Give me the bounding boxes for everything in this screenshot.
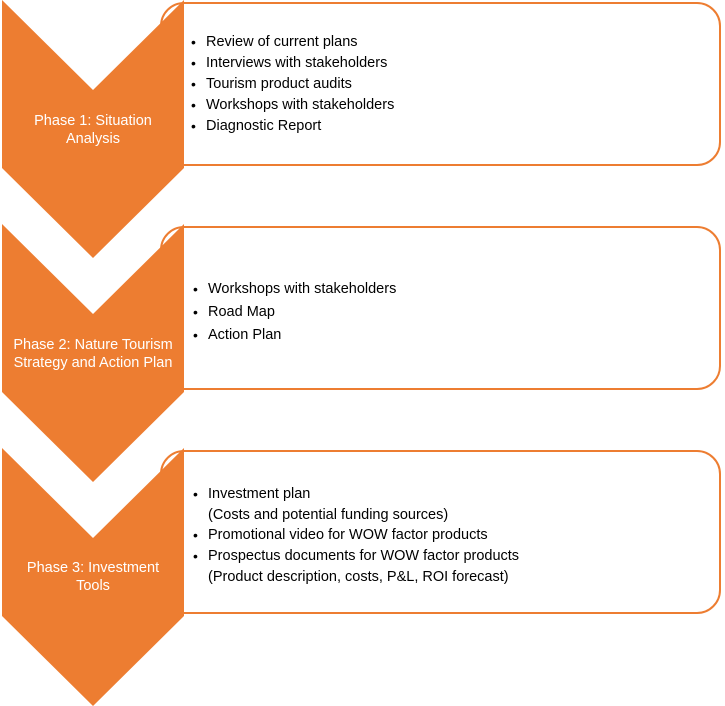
phase-3-bullets: •Investment plan(Costs and potential fun…: [192, 484, 519, 587]
phase-1-label: Phase 1: Situation Analysis: [34, 113, 152, 147]
phase-1-chevron: [2, 0, 184, 260]
bullet-item: •Road Map: [193, 304, 275, 320]
phase-3-label: Phase 3: Investment Tools: [26, 560, 160, 594]
phase-2-label: Phase 2: Nature Tourism Strategy and Act…: [13, 337, 173, 371]
bullet-item: •Tourism product audits: [191, 76, 352, 92]
phase-1-bullets: •Review of current plans •Interviews wit…: [190, 32, 394, 137]
bullet-item: •Diagnostic Report: [191, 118, 322, 134]
bullet-item: •Action Plan: [193, 327, 282, 343]
bullet-item: •Promotional video for WOW factor produc…: [193, 527, 488, 543]
bullet-item: •Prospectus documents for WOW factor pro…: [193, 548, 520, 585]
phase-1-box: [160, 2, 721, 166]
phase-2-bullets: •Workshops with stakeholders •Road Map •…: [192, 278, 396, 347]
phase-2-chevron: [2, 224, 184, 484]
phase-3-chevron: [2, 448, 184, 706]
bullet-item: •Investment plan(Costs and potential fun…: [192, 484, 519, 525]
bullet-item: •Workshops with stakeholders: [193, 281, 397, 297]
phase-2-box: [160, 226, 721, 390]
phase-3-box: [160, 450, 721, 614]
bullet-sub-text: (Costs and potential funding sources): [208, 507, 449, 523]
bullet-sub-text: (Product description, costs, P&L, ROI fo…: [208, 569, 509, 585]
bullet-item: •Workshops with stakeholders: [191, 97, 395, 113]
bullet-item: •Interviews with stakeholders: [191, 55, 388, 71]
bullet-item: •Review of current plans: [191, 34, 358, 50]
